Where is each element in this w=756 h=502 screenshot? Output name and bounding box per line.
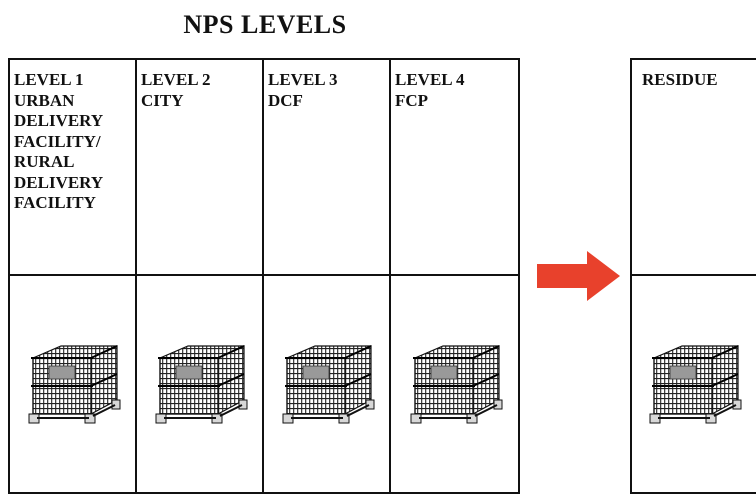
level-4-name: LEVEL 4: [395, 70, 465, 89]
level-2-desc: CITY: [141, 90, 184, 110]
level-3-desc: DCF: [268, 90, 303, 110]
level-4-desc: FCP: [395, 90, 429, 110]
level-3-container-cell: [264, 276, 391, 492]
level-1-desc: URBAN DELIVERY FACILITY/ RURAL DELIVERY …: [14, 90, 104, 213]
wire-basket-icon: [154, 345, 248, 424]
level-1-name: LEVEL 1: [14, 70, 84, 89]
wire-basket-icon: [649, 345, 742, 424]
level-1-header: LEVEL 1 URBAN DELIVERY FACILITY/ RURAL D…: [10, 60, 137, 276]
nps-levels-table: LEVEL 1 URBAN DELIVERY FACILITY/ RURAL D…: [8, 58, 520, 494]
level-2-header: LEVEL 2 CITY: [137, 60, 264, 276]
level-1-container-cell: [10, 276, 137, 492]
residue-container-cell: [632, 276, 756, 492]
residue-label: RESIDUE: [642, 70, 718, 89]
residue-header: RESIDUE: [632, 60, 756, 276]
wire-basket-icon: [409, 345, 503, 424]
diagram-title: NPS LEVELS: [183, 10, 347, 39]
level-3-header: LEVEL 3 DCF: [264, 60, 391, 276]
right-arrow-icon: [537, 251, 620, 301]
level-4-container-cell: [391, 276, 518, 492]
wire-basket-icon: [27, 345, 121, 424]
level-2-container-cell: [137, 276, 264, 492]
level-2-name: LEVEL 2: [141, 70, 211, 89]
level-3-name: LEVEL 3: [268, 70, 338, 89]
wire-basket-icon: [281, 345, 375, 424]
residue-column: RESIDUE: [630, 58, 756, 494]
level-4-header: LEVEL 4 FCP: [391, 60, 518, 276]
